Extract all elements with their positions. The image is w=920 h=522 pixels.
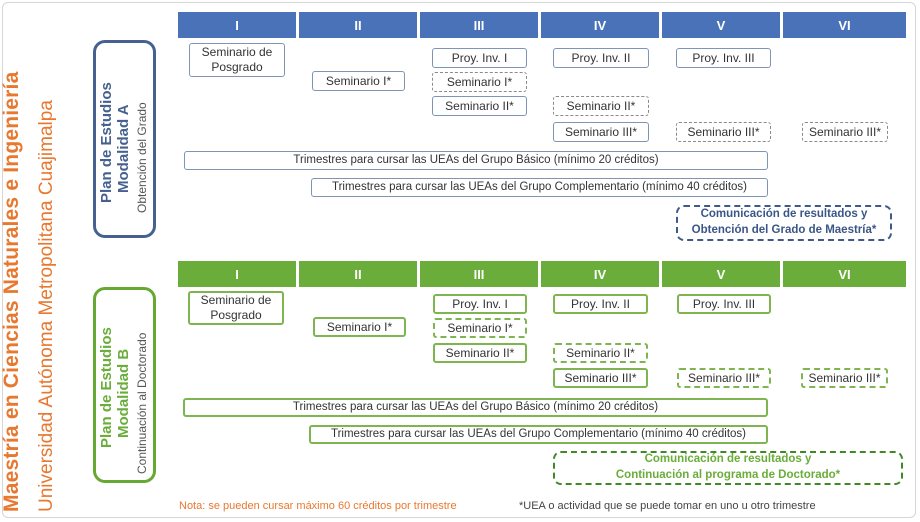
plan-a-proy-inv-2: Proy. Inv. II	[553, 48, 649, 68]
plan-a-proy-inv-3: Proy. Inv. III	[676, 48, 771, 68]
plan-a-seminario-1-alt: Seminario I*	[432, 72, 527, 92]
plan-b-column-header: V	[662, 261, 780, 287]
plan-b-column-header: VI	[783, 261, 906, 287]
plan-a-modality: Modalidad A	[115, 104, 132, 193]
plan-a-seminario-2-alt: Seminario II*	[553, 96, 649, 116]
plan-b-seminario-2-alt: Seminario II*	[553, 343, 648, 363]
plan-b-seminario-1-alt: Seminario I*	[433, 318, 527, 338]
plan-a-column-header: III	[420, 12, 538, 38]
plan-a-column-header: VI	[783, 12, 906, 38]
program-title: Maestría en Ciencias Naturales e Ingenie…	[0, 71, 23, 512]
plan-a-column-header: V	[662, 12, 780, 38]
plan-a-grupo-basico-bar: Trimestres para cursar las UEAs del Grup…	[184, 151, 768, 170]
plan-b-seminario-3-alt-vi: Seminario III*	[801, 368, 888, 388]
plan-b-grupo-basico-bar: Trimestres para cursar las UEAs del Grup…	[183, 398, 768, 417]
plan-b-comunicacion-resultados: Comunicación de resultados y Continuació…	[553, 451, 903, 485]
plan-a-comunicacion-line1: Comunicación de resultados y	[700, 208, 868, 221]
plan-a-column-header: II	[299, 12, 417, 38]
plan-a-comunicacion-line2: Obtención del Grado de Maestría*	[691, 224, 877, 236]
plan-b-grupo-complementario-bar: Trimestres para cursar las UEAs del Grup…	[309, 425, 768, 444]
plan-b-modality: Modalidad B	[115, 348, 132, 438]
plan-b-seminario-2: Seminario II*	[433, 343, 527, 363]
plan-a-seminario-3-alt-vi: Seminario III*	[802, 122, 888, 142]
plan-a-grupo-complementario-bar: Trimestres para cursar las UEAs del Grup…	[311, 178, 768, 197]
plan-a-seminario-2: Seminario II*	[432, 96, 527, 116]
plan-b-column-header: III	[420, 261, 538, 287]
plan-a-title: Plan de Estudios	[98, 82, 115, 203]
plan-b-label-box: Plan de Estudios Modalidad B Continuació…	[93, 287, 156, 483]
plan-b-column-header: IV	[541, 261, 659, 287]
plan-b-proy-inv-2: Proy. Inv. II	[553, 294, 648, 314]
plan-b-seminario-3-alt-v: Seminario III*	[677, 368, 771, 388]
plan-a-proy-inv-1: Proy. Inv. I	[432, 48, 527, 68]
plan-a-seminario-3-alt-v: Seminario III*	[676, 122, 771, 142]
plan-b-comunicacion-line2: Continuación al programa de Doctorado*	[615, 469, 841, 481]
university-name: Universidad Autónoma Metropolitana Cuaji…	[36, 100, 57, 512]
plan-b-column-header: II	[299, 261, 417, 287]
plan-a-column-header: I	[178, 12, 296, 38]
plan-a-seminario-1: Seminario I*	[312, 71, 405, 91]
plan-b-seminario-3: Seminario III*	[553, 368, 648, 388]
plan-a-comunicacion-resultados: Comunicación de resultados y Obtención d…	[676, 205, 892, 241]
plan-a-label-box: Plan de Estudios Modalidad A Obtención d…	[93, 40, 156, 238]
plan-b-comunicacion-line1: Comunicación de resultados y	[644, 453, 812, 466]
plan-b-seminario-1: Seminario I*	[313, 317, 406, 337]
plan-b-column-header: I	[178, 261, 296, 287]
plan-a-seminario-3: Seminario III*	[553, 122, 649, 142]
note-max-creditos: Nota: se pueden cursar máximo 60 crédito…	[179, 500, 457, 512]
note-uea-asterisco: *UEA o actividad que se puede tomar en u…	[519, 500, 816, 512]
plan-b-title: Plan de Estudios	[98, 327, 115, 448]
plan-a-seminario-posgrado: Seminario de Posgrado	[189, 43, 285, 77]
plan-a-subtitle: Obtención del Grado	[135, 102, 149, 213]
plan-a-column-header: IV	[541, 12, 659, 38]
plan-b-proy-inv-1: Proy. Inv. I	[433, 294, 527, 314]
plan-b-proy-inv-3: Proy. Inv. III	[677, 294, 771, 314]
plan-b-seminario-posgrado: Seminario de Posgrado	[188, 291, 284, 325]
plan-b-subtitle: Continuación al Doctorado	[135, 332, 149, 474]
